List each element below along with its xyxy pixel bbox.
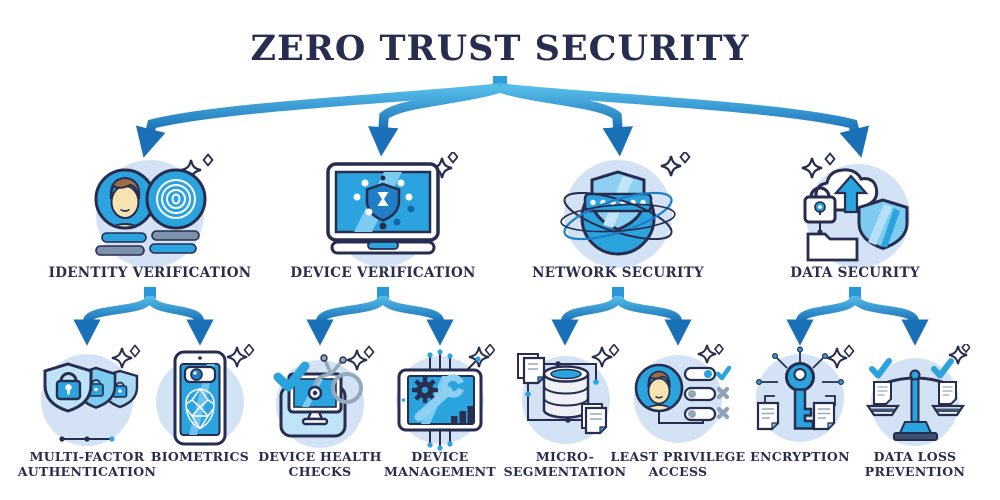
fingerprint bbox=[156, 179, 196, 219]
sparkle-icon bbox=[346, 345, 375, 371]
toggle-switches bbox=[683, 366, 717, 422]
category-label-identity-verification: IDENTITY VERIFICATION bbox=[48, 265, 252, 281]
arrow-to-microseg bbox=[551, 294, 623, 346]
device-health-checks-icon bbox=[273, 345, 375, 448]
arrow-to-mfa bbox=[73, 294, 155, 346]
orbit-rings bbox=[560, 191, 676, 241]
sparkle-icon bbox=[826, 344, 855, 369]
document-icon bbox=[873, 381, 892, 405]
encryption-icon bbox=[756, 344, 855, 442]
gear-icon bbox=[412, 377, 438, 403]
arrow-to-device bbox=[368, 83, 502, 157]
text-bars bbox=[95, 230, 200, 256]
check-icon bbox=[869, 358, 892, 379]
sub-label-device-health-checks: DEVICE HEALTH CHECKS bbox=[258, 449, 382, 479]
sub-label-data-loss-prevention: DATA LOSS PREVENTION bbox=[864, 449, 966, 479]
data-security-icon bbox=[801, 152, 910, 268]
sub-label-biometrics: BIOMETRICS bbox=[150, 449, 250, 464]
upload-arrow bbox=[833, 174, 869, 214]
folder-icon bbox=[806, 232, 859, 262]
sparkle-icon bbox=[948, 344, 970, 365]
sparkle-icon bbox=[226, 344, 255, 368]
device-management-icon bbox=[396, 344, 495, 451]
category-label-network-security: NETWORK SECURITY bbox=[532, 265, 704, 281]
biometrics-icon bbox=[156, 344, 255, 446]
sub-label-micro-segmentation: MICRO-SEGMENTATION bbox=[503, 449, 627, 479]
check-icon bbox=[273, 361, 310, 392]
sparkle-icon bbox=[801, 152, 836, 179]
document-icon bbox=[938, 381, 957, 405]
database-icon bbox=[542, 365, 590, 419]
identity-verification-icon bbox=[94, 153, 214, 268]
arrow-to-dlp bbox=[850, 294, 929, 346]
arrow-to-biometrics bbox=[145, 294, 214, 346]
arrow-to-privilege bbox=[613, 294, 692, 346]
key-icon bbox=[785, 362, 815, 430]
sub-label-device-management: DEVICE MANAGEMENT bbox=[384, 449, 496, 479]
circuit-lines bbox=[759, 350, 841, 406]
x-icon bbox=[716, 406, 730, 420]
sub-label-encryption: ENCRYPTION bbox=[750, 449, 850, 464]
arrow-to-health bbox=[306, 294, 388, 346]
sparkle-icon bbox=[111, 344, 141, 369]
sparkle-icon bbox=[660, 152, 691, 177]
stethoscope bbox=[307, 354, 363, 404]
arrow-to-identity bbox=[135, 83, 501, 158]
category-label-device-verification: DEVICE VERIFICATION bbox=[290, 265, 476, 281]
bar-chart-icon bbox=[451, 406, 474, 423]
arrow-to-encryption bbox=[786, 294, 860, 346]
sparkle-icon bbox=[591, 344, 620, 368]
sparkle-icon bbox=[180, 153, 214, 181]
least-privilege-access-icon bbox=[634, 344, 732, 443]
x-icon bbox=[716, 386, 730, 400]
face-mesh bbox=[185, 387, 215, 430]
sub-label-multi-factor-authentication: MULTI-FACTOR AUTHENTICATION bbox=[17, 449, 157, 479]
check-icon bbox=[931, 358, 954, 379]
wrench-icon bbox=[414, 374, 469, 422]
multi-factor-authentication-icon bbox=[41, 344, 141, 446]
sparkle-icon bbox=[697, 344, 725, 364]
arrow-to-data bbox=[499, 83, 870, 158]
circuit-pins bbox=[429, 354, 477, 446]
diagram-title: ZERO TRUST SECURITY bbox=[250, 28, 750, 69]
arrow-to-management bbox=[378, 294, 454, 346]
data-loss-prevention-icon bbox=[865, 344, 970, 446]
check-icon bbox=[715, 365, 732, 381]
network-security-icon bbox=[560, 152, 691, 268]
micro-segmentation-icon bbox=[517, 344, 620, 444]
category-label-data-security: DATA SECURITY bbox=[790, 265, 920, 281]
device-verification-icon bbox=[326, 152, 458, 267]
sub-label-least-privilege-access: LEAST PRIVILEGE ACCESS bbox=[610, 449, 746, 479]
